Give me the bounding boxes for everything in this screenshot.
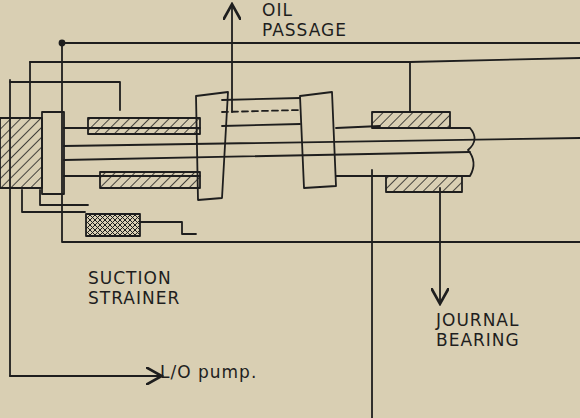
part-label: SUCTION STRAINER bbox=[88, 268, 248, 308]
part-label: OIL PASSAGE bbox=[262, 0, 382, 40]
part-label: L/O pump. bbox=[160, 362, 310, 382]
part-label: JOURNAL BEARING bbox=[436, 310, 576, 350]
